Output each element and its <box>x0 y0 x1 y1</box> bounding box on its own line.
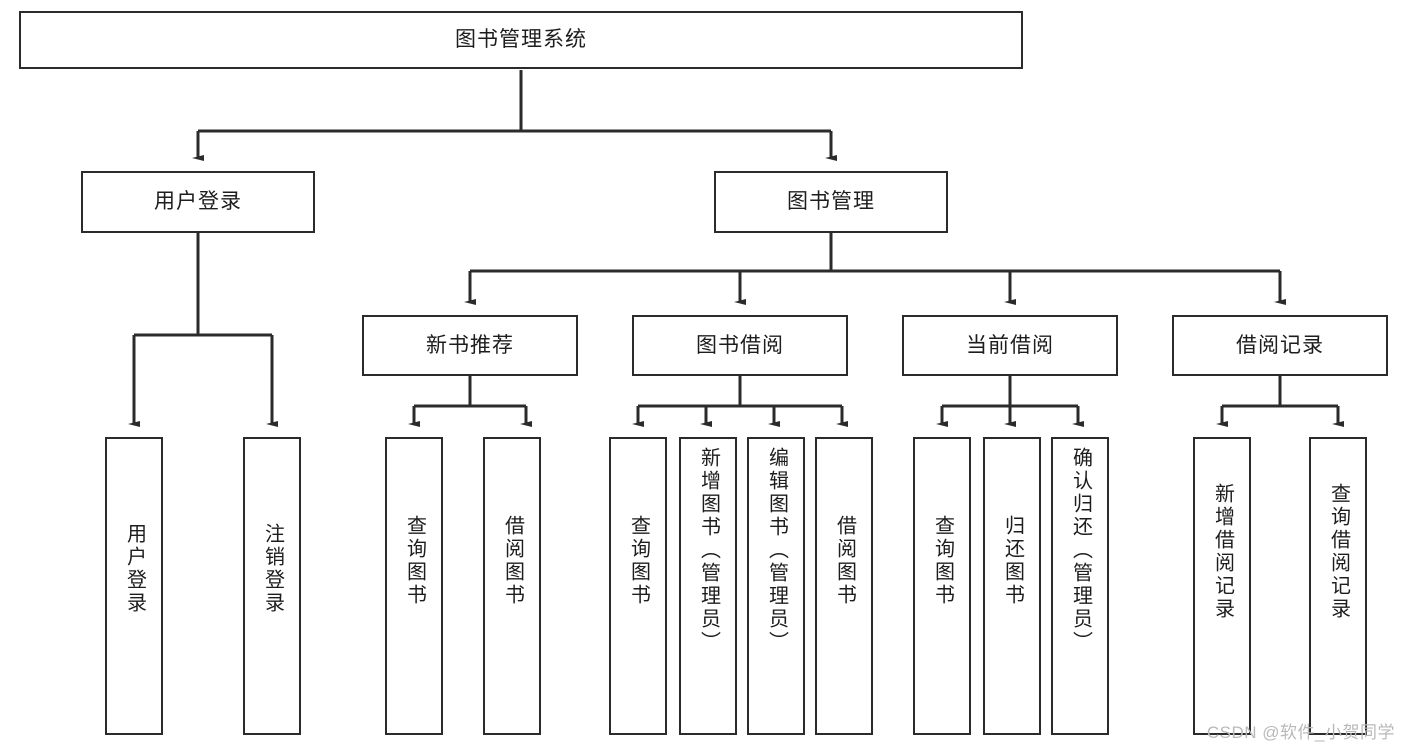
leaf-current-borrow-query[interactable]: 查询图书 <box>913 437 971 735</box>
leaf-label: 借阅图书 <box>833 515 856 607</box>
leaf-label: 归还图书 <box>1001 515 1024 607</box>
leaf-label: 查询图书 <box>403 515 426 607</box>
leaf-label: 查询图书 <box>627 515 650 607</box>
node-book-management[interactable]: 图书管理 <box>714 171 948 233</box>
leaf-book-borrow-add[interactable]: 新增图书（管理员） <box>679 437 737 735</box>
leaf-book-borrow-edit[interactable]: 编辑图书（管理员） <box>747 437 805 735</box>
node-root-book-management-system[interactable]: 图书管理系统 <box>19 11 1023 69</box>
leaf-label: 注销登录 <box>261 523 284 615</box>
leaf-current-borrow-return[interactable]: 归还图书 <box>983 437 1041 735</box>
leaf-label: 借阅图书 <box>501 515 524 607</box>
node-new-book-recommend[interactable]: 新书推荐 <box>362 315 578 376</box>
leaf-label: 新增图书（管理员） <box>697 447 720 654</box>
leaf-book-borrow-query[interactable]: 查询图书 <box>609 437 667 735</box>
leaf-borrow-record-query[interactable]: 查询借阅记录 <box>1309 437 1367 735</box>
node-label: 新书推荐 <box>426 333 514 357</box>
node-user-login[interactable]: 用户登录 <box>81 171 315 233</box>
leaf-user-login-logout[interactable]: 注销登录 <box>243 437 301 735</box>
leaf-new-book-query[interactable]: 查询图书 <box>385 437 443 735</box>
node-current-borrow[interactable]: 当前借阅 <box>902 315 1118 376</box>
leaf-book-borrow-borrow[interactable]: 借阅图书 <box>815 437 873 735</box>
node-label: 当前借阅 <box>966 333 1054 357</box>
leaf-label: 编辑图书（管理员） <box>765 447 788 654</box>
leaf-user-login-login[interactable]: 用户登录 <box>105 437 163 735</box>
watermark-credit: CSDN @软件_小贺同学 <box>1206 723 1395 742</box>
node-label: 图书借阅 <box>696 333 784 357</box>
leaf-label: 查询借阅记录 <box>1327 483 1350 621</box>
leaf-new-book-borrow[interactable]: 借阅图书 <box>483 437 541 735</box>
node-label: 图书管理 <box>787 190 875 214</box>
leaf-label: 新增借阅记录 <box>1211 483 1234 621</box>
node-label: 图书管理系统 <box>455 28 587 52</box>
node-label: 借阅记录 <box>1236 333 1324 357</box>
leaf-current-borrow-confirm[interactable]: 确认归还（管理员） <box>1051 437 1109 735</box>
node-book-borrow[interactable]: 图书借阅 <box>632 315 848 376</box>
leaf-label: 确认归还（管理员） <box>1069 447 1092 654</box>
leaf-borrow-record-add[interactable]: 新增借阅记录 <box>1193 437 1251 735</box>
leaf-label: 用户登录 <box>123 523 146 615</box>
leaf-label: 查询图书 <box>931 515 954 607</box>
node-borrow-record[interactable]: 借阅记录 <box>1172 315 1388 376</box>
node-label: 用户登录 <box>154 190 242 214</box>
